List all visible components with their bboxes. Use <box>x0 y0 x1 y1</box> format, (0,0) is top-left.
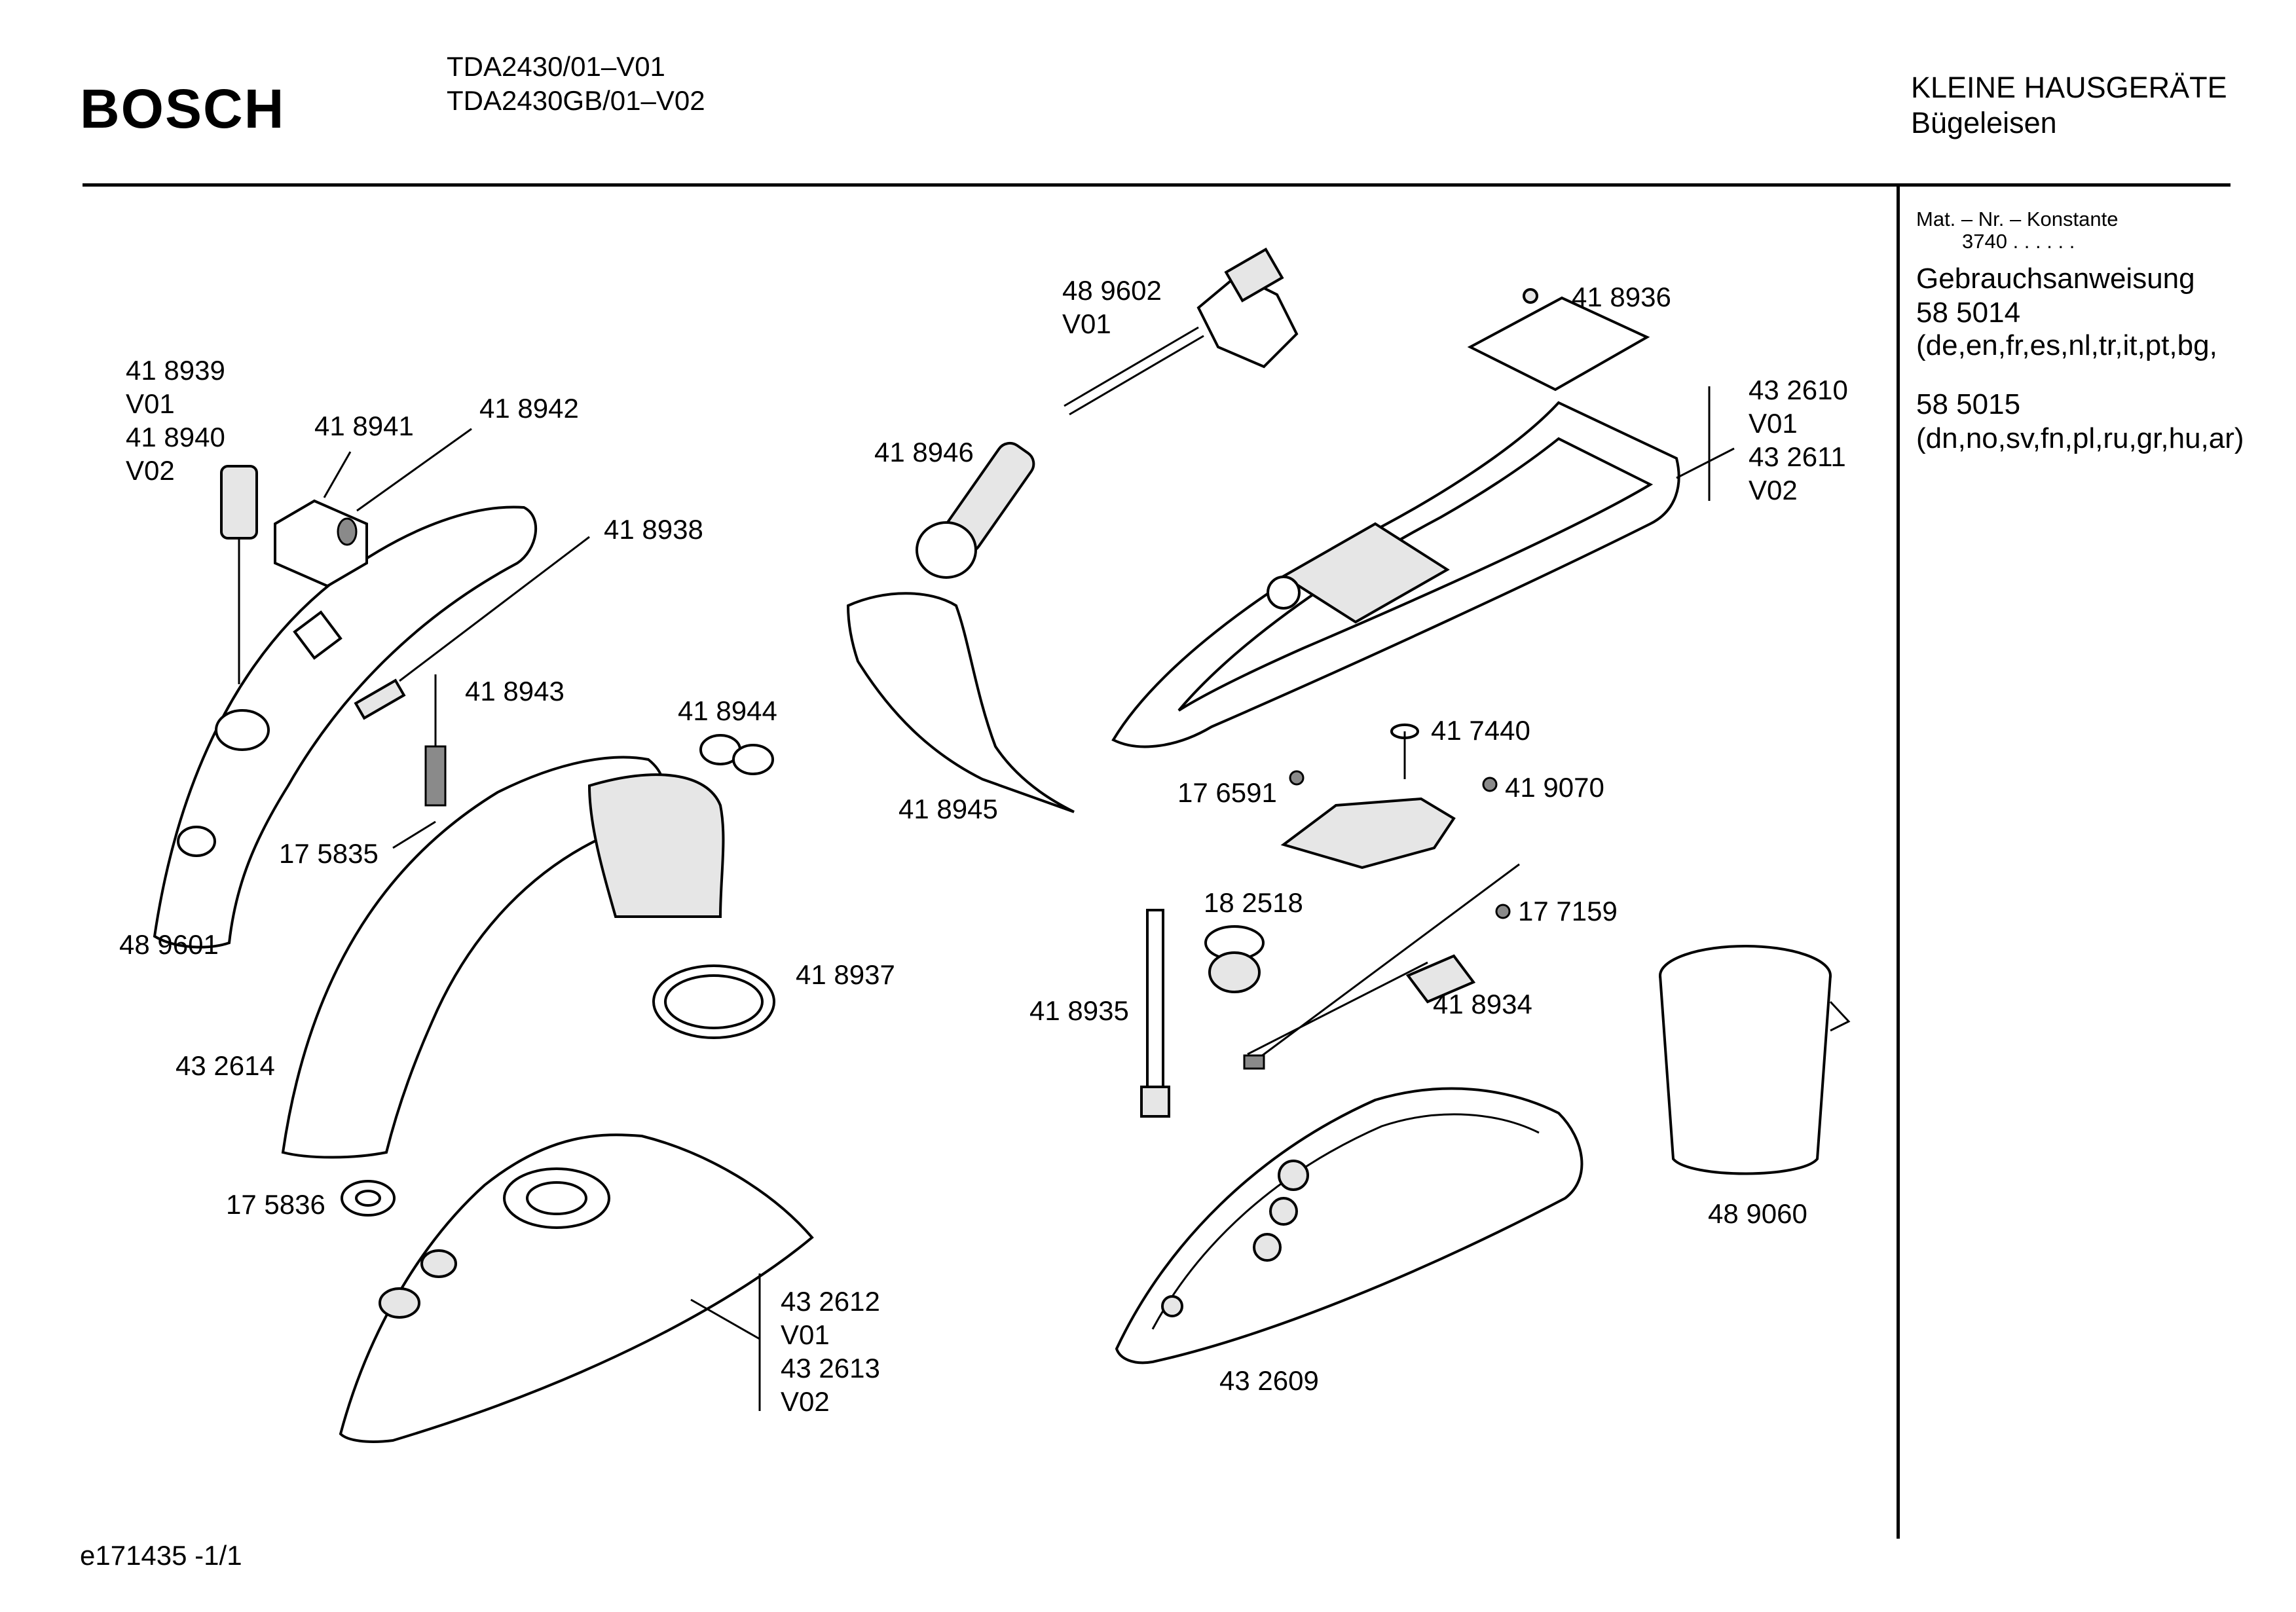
screw-176591-icon <box>1289 770 1305 786</box>
model-number-2: TDA2430GB/01–V02 <box>447 85 705 116</box>
control-board-part <box>1467 288 1650 392</box>
part-label-418936: 41 8936 <box>1572 282 1671 312</box>
part-label-432614: 43 2614 <box>176 1050 275 1081</box>
part-label-418937: 41 8937 <box>796 959 895 990</box>
spray-pump-part <box>424 674 447 807</box>
sidebar-divider <box>1897 187 1900 1539</box>
part-label-417440: 41 7440 <box>1431 715 1530 746</box>
clip-part <box>699 734 774 775</box>
temperature-knob-part <box>220 465 258 684</box>
part-label-176591: 17 6591 <box>1177 777 1277 808</box>
document-code: e171435 -1/1 <box>80 1540 242 1571</box>
wiring-part <box>1243 863 1520 1070</box>
header-divider <box>83 183 2231 187</box>
part-label-418941: 41 8941 <box>314 411 414 441</box>
screw-419070-icon <box>1482 777 1498 792</box>
part-label-182518: 18 2518 <box>1204 887 1303 918</box>
part-label-418934: 41 8934 <box>1433 989 1532 1019</box>
part-label-432609: 43 2609 <box>1219 1365 1319 1396</box>
handle-part <box>281 756 725 1159</box>
category-subtitle: Bügeleisen <box>1911 106 2057 139</box>
model-number-1: TDA2430/01–V01 <box>447 51 665 82</box>
mat-number-label: Mat. – Nr. – Konstante <box>1916 208 2119 230</box>
part-label-418945: 41 8945 <box>898 794 998 824</box>
manual-number-1: 58 5014 <box>1916 297 2021 329</box>
part-label-175836: 17 5836 <box>226 1189 325 1220</box>
sole-plate-part <box>1115 1087 1583 1365</box>
part-label-419070: 41 9070 <box>1505 772 1604 803</box>
handle-cover-part <box>153 505 537 949</box>
mat-number-value: 3740 . . . . . . <box>1962 230 2075 253</box>
leader-lines <box>323 386 1735 1411</box>
measuring-cup-part <box>1659 945 1851 1175</box>
part-label-418938: 41 8938 <box>604 514 703 545</box>
part-label-489060: 48 9060 <box>1708 1198 1807 1229</box>
pin-part <box>354 678 406 720</box>
manual-languages-2: (dn,no,sv,fn,pl,ru,gr,hu,ar) <box>1916 422 2244 454</box>
part-label-418944: 41 8944 <box>678 695 777 726</box>
brand-logo: BOSCH <box>80 78 286 139</box>
part-label-489601: 48 9601 <box>119 929 219 960</box>
iron-body-part <box>1111 401 1680 748</box>
part-label-175835: 17 5835 <box>279 838 379 869</box>
manual-number-2: 58 5015 <box>1916 388 2021 420</box>
button-block-part <box>274 499 368 588</box>
manual-title: Gebrauchsanweisung <box>1916 263 2195 295</box>
spray-nozzle-part <box>916 441 1035 579</box>
part-label-418942: 41 8942 <box>479 393 579 424</box>
manual-languages-1: (de,en,fr,es,nl,tr,it,pt,bg, <box>1916 329 2217 361</box>
valve-cap-part <box>1204 925 1265 993</box>
screw-177159-icon <box>1495 904 1511 919</box>
valve-rod-part <box>1140 909 1170 1118</box>
category-title: KLEINE HAUSGERÄTE <box>1911 71 2227 104</box>
part-label-418943: 41 8943 <box>465 676 565 706</box>
part-label-177159: 17 7159 <box>1518 896 1618 926</box>
power-cord-part <box>1064 247 1299 416</box>
seal-ring-part <box>652 964 775 1039</box>
rear-cover-part <box>846 592 1075 813</box>
thermostat-part <box>1280 724 1456 870</box>
washer-part <box>341 1180 396 1217</box>
part-label-418935: 41 8935 <box>1029 995 1129 1026</box>
water-tank-part <box>339 1133 814 1443</box>
part-label-418946: 41 8946 <box>874 437 974 467</box>
